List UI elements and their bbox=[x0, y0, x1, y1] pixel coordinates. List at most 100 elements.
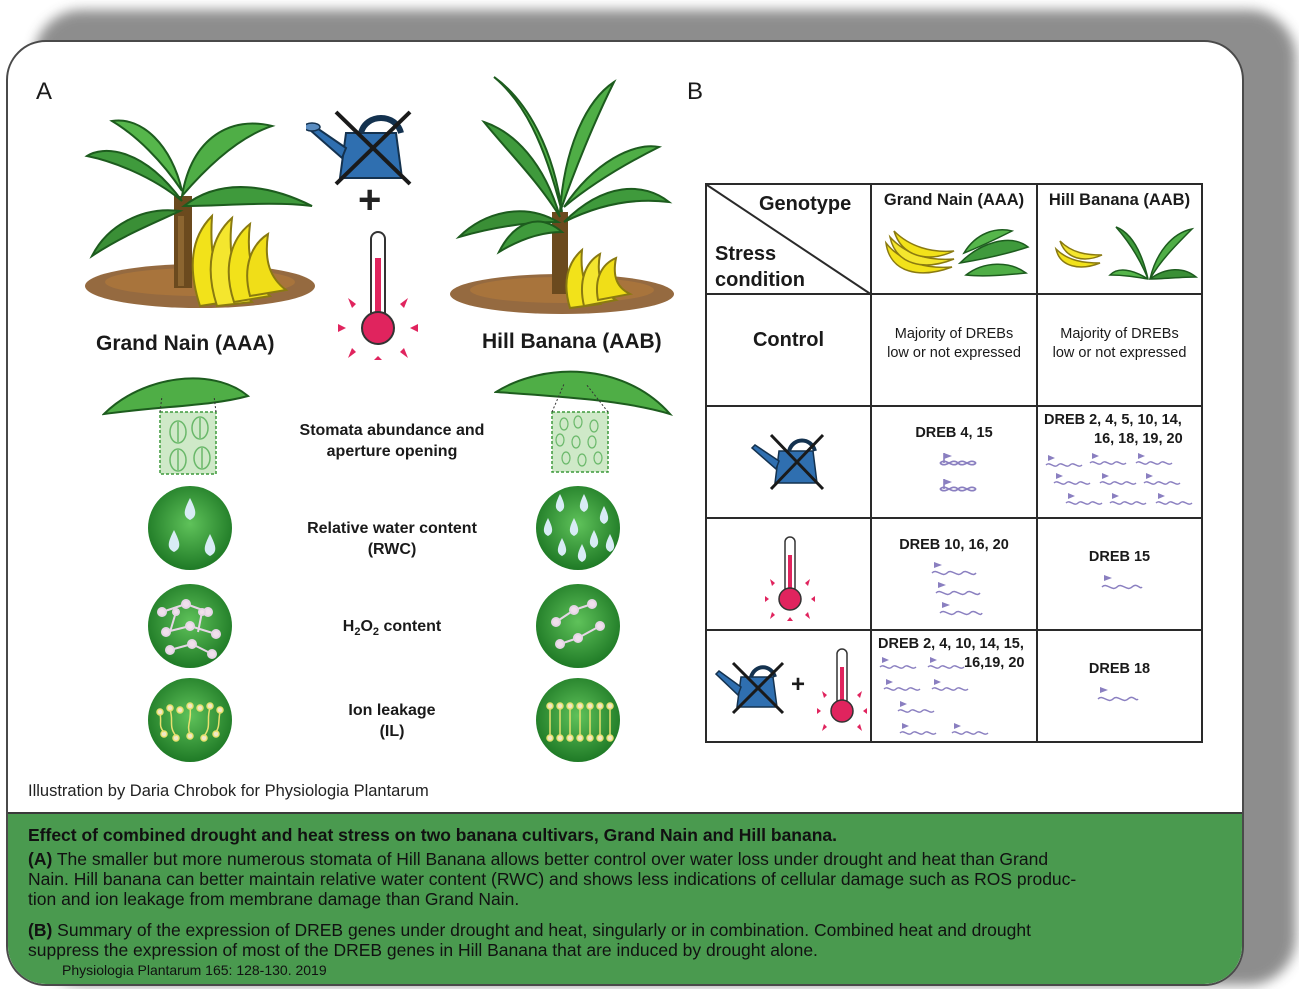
row-heat-hill-banana-cell: DREB 15 bbox=[1036, 517, 1203, 631]
combined-grand-nain-drebs: DREB 2, 4, 10, 14, 15, 16,19, 20 bbox=[878, 635, 1036, 673]
illustration-credit: Illustration by Daria Chrobok for Physio… bbox=[28, 782, 429, 800]
header-corner-cell: Genotype Stress condition bbox=[705, 183, 872, 295]
hill-banana-ion-leakage-membrane-icon bbox=[536, 678, 620, 762]
row-drought-label-cell bbox=[705, 405, 872, 519]
combined-plus-sign: + bbox=[791, 671, 806, 698]
feature-stomata-line2: aperture opening bbox=[326, 443, 458, 460]
table-header-row: Genotype Stress condition Grand Nain (AA… bbox=[705, 183, 1203, 295]
control-hill-banana-text: Majority of DREBs low or not expressed bbox=[1038, 325, 1201, 363]
grand-nain-h2o2-molecules-icon bbox=[148, 584, 232, 668]
dna-gene-icon-single bbox=[1101, 575, 1143, 590]
header-hill-banana: Hill Banana (AAB) bbox=[1048, 191, 1191, 209]
h2o2-h: H bbox=[342, 618, 355, 635]
caption-b-line1: Summary of the expression of DREB genes … bbox=[52, 920, 1031, 940]
combined-gn-line2: 16,19, 20 bbox=[964, 655, 1025, 671]
figure-card: A + bbox=[6, 40, 1244, 986]
drought-hill-banana-drebs: DREB 2, 4, 5, 10, 14, 16, 18, 19, 20 bbox=[1044, 411, 1201, 449]
h2o2-suffix: content bbox=[379, 618, 442, 635]
grand-nain-leaf-stomata-icon bbox=[102, 377, 251, 475]
header-genotype: Genotype bbox=[759, 193, 852, 215]
h2o2-sub1: 2 bbox=[354, 626, 361, 639]
feature-il-line2: (IL) bbox=[379, 723, 405, 740]
feature-stomata-label: Stomata abundance and aperture opening bbox=[262, 420, 522, 462]
control-gn-line2: low or not expressed bbox=[887, 345, 1021, 361]
caption-title: Effect of combined drought and heat stre… bbox=[28, 825, 838, 845]
hill-banana-bananas-leaves-icon bbox=[1054, 226, 1199, 280]
panel-b-letter: B bbox=[687, 78, 704, 105]
row-combined-label-cell: + bbox=[705, 629, 872, 743]
header-hill-banana-cell: Hill Banana (AAB) bbox=[1036, 183, 1203, 295]
dna-gene-icon-single-combined bbox=[1097, 687, 1139, 702]
row-heat-grand-nain-cell: DREB 10, 16, 20 bbox=[870, 517, 1038, 631]
combined-watering-can-icon bbox=[715, 661, 785, 715]
feature-rwc-label: Relative water content (RWC) bbox=[262, 518, 522, 560]
control-hb-line2: low or not expressed bbox=[1052, 345, 1187, 361]
row-control-label-cell: Control bbox=[705, 293, 872, 407]
grand-nain-rwc-drops-icon bbox=[148, 486, 232, 570]
hill-banana-leaf-stomata-icon bbox=[494, 370, 674, 473]
drought-hb-line1: DREB 2, 4, 5, 10, 14, bbox=[1044, 412, 1182, 428]
heat-grand-nain-drebs: DREB 10, 16, 20 bbox=[899, 537, 1009, 553]
thermometer-icon bbox=[338, 231, 418, 360]
header-stress-line1: Stress bbox=[715, 243, 777, 265]
header-stress-line2: condition bbox=[715, 269, 805, 291]
plus-sign: + bbox=[358, 178, 382, 222]
dna-gene-icon-cluster-combined bbox=[879, 657, 989, 735]
caption-b-paragraph: (B) Summary of the expression of DREB ge… bbox=[28, 920, 1228, 960]
feature-ion-leakage-label: Ion leakage (IL) bbox=[262, 700, 522, 742]
hill-banana-plant-icon bbox=[450, 76, 674, 314]
hill-banana-rwc-drops-icon bbox=[536, 486, 620, 570]
h2o2-o: O bbox=[360, 618, 373, 635]
feature-rwc-line1: Relative water content bbox=[307, 520, 477, 537]
caption-b-label: (B) bbox=[28, 920, 53, 940]
combined-hill-banana-drebs: DREB 18 bbox=[1088, 661, 1151, 677]
caption-a-paragraph: (A) The smaller but more numerous stomat… bbox=[28, 849, 1228, 909]
table-row-drought: DREB 4, 15 DREB 2, 4, 5, 10, 14, 16, 18,… bbox=[705, 405, 1203, 519]
dreb-summary-table: Genotype Stress condition Grand Nain (AA… bbox=[705, 183, 1203, 743]
caption-a-line1: The smaller but more numerous stomata of… bbox=[52, 849, 1049, 869]
dna-gene-icon-cluster-large bbox=[1045, 453, 1193, 505]
header-grand-nain: Grand Nain (AAA) bbox=[883, 191, 1025, 209]
caption-b-line2: suppress the expression of most of the D… bbox=[28, 940, 818, 960]
drought-grand-nain-drebs: DREB 4, 15 bbox=[915, 425, 993, 441]
feature-il-line1: Ion leakage bbox=[348, 702, 436, 719]
header-stress-condition: Stress condition bbox=[715, 241, 805, 293]
grand-nain-ion-leakage-membrane-icon bbox=[148, 678, 232, 762]
control-gn-line1: Majority of DREBs bbox=[894, 326, 1014, 342]
row-control-hill-banana-cell: Majority of DREBs low or not expressed bbox=[1036, 293, 1203, 407]
row-combined-hill-banana-cell: DREB 18 bbox=[1036, 629, 1203, 743]
h2o2-sub2: 2 bbox=[372, 626, 380, 639]
drought-hb-line2: 16, 18, 19, 20 bbox=[1094, 431, 1183, 447]
feature-stomata-line1: Stomata abundance and bbox=[299, 422, 485, 439]
row-drought-hill-banana-cell: DREB 2, 4, 5, 10, 14, 16, 18, 19, 20 bbox=[1036, 405, 1203, 519]
row-drought-grand-nain-cell: DREB 4, 15 bbox=[870, 405, 1038, 519]
caption-a-line3: tion and ion leakage from membrane damag… bbox=[28, 889, 520, 909]
caption-a-label: (A) bbox=[28, 849, 53, 869]
caption-panel: Effect of combined drought and heat stre… bbox=[8, 812, 1242, 984]
grand-nain-bananas-leaves-icon bbox=[884, 229, 1030, 277]
control-grand-nain-text: Majority of DREBs low or not expressed bbox=[872, 325, 1036, 363]
panel-a-letter: A bbox=[36, 78, 53, 105]
combined-gn-line1: DREB 2, 4, 10, 14, 15, bbox=[878, 636, 1024, 652]
cultivar-label-grand-nain: Grand Nain (AAA) bbox=[96, 332, 275, 355]
row-heat-label-cell bbox=[705, 517, 872, 631]
row-control-label: Control bbox=[752, 329, 825, 351]
drought-watering-can-icon bbox=[750, 433, 825, 491]
caption-a-line2: Nain. Hill banana can better maintain re… bbox=[28, 869, 1077, 889]
heat-hill-banana-drebs: DREB 15 bbox=[1088, 549, 1151, 565]
combined-thermometer-icon bbox=[817, 648, 867, 731]
caption-citation: Physiologia Plantarum 165: 128-130. 2019 bbox=[62, 962, 327, 978]
table-row-heat: DREB 10, 16, 20 DREB 15 bbox=[705, 517, 1203, 631]
header-grand-nain-cell: Grand Nain (AAA) bbox=[870, 183, 1038, 295]
feature-h2o2-label: H2O2 content bbox=[262, 616, 522, 643]
table-row-control: Control Majority of DREBs low or not exp… bbox=[705, 293, 1203, 407]
row-control-grand-nain-cell: Majority of DREBs low or not expressed bbox=[870, 293, 1038, 407]
dna-gene-icon-cluster bbox=[939, 453, 977, 492]
dna-gene-icon-cluster-heat bbox=[931, 562, 983, 616]
grand-nain-plant-icon bbox=[84, 119, 315, 308]
feature-rwc-line2: (RWC) bbox=[367, 541, 417, 558]
watering-can-crossed-icon bbox=[306, 110, 412, 186]
heat-thermometer-icon bbox=[765, 536, 815, 621]
table-row-combined: + DREB 2, 4, 10, 14, 15, 16,19, 20 bbox=[705, 629, 1203, 743]
corner-diagonal bbox=[707, 185, 872, 295]
